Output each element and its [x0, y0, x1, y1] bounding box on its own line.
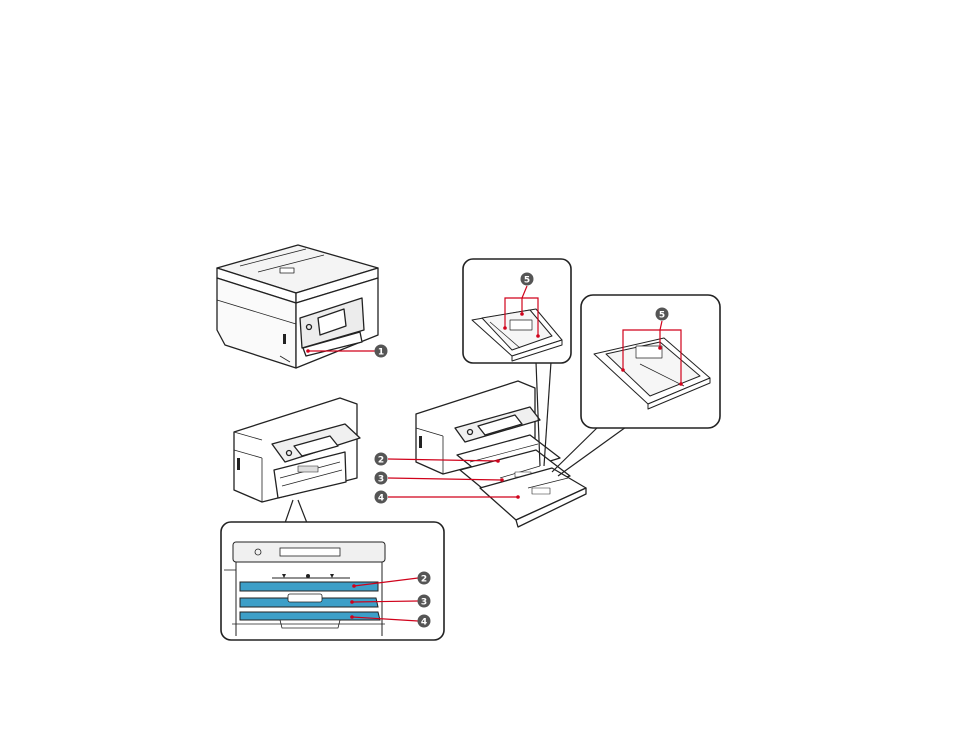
large-cassette-inset: 5 — [581, 295, 720, 428]
front-view-zoom — [221, 522, 444, 640]
zoom-leader-front — [285, 500, 307, 523]
callout-large-5: 5 — [659, 311, 665, 321]
callout-front-2: 2 — [421, 575, 427, 585]
callout-small-5: 5 — [524, 276, 530, 286]
callout-front-4: 4 — [421, 618, 427, 628]
callout-tray-4: 4 — [378, 494, 384, 504]
callout-1: 1 — [378, 348, 384, 358]
callout-front-3: 3 — [421, 598, 427, 608]
printer-overview — [217, 245, 378, 368]
printer-trays-right — [416, 381, 586, 527]
callout-tray-3: 3 — [378, 475, 384, 485]
callout-tray-2: 2 — [378, 456, 384, 466]
printer-front-left — [234, 398, 360, 502]
small-cassette-inset: 5 — [463, 259, 571, 363]
